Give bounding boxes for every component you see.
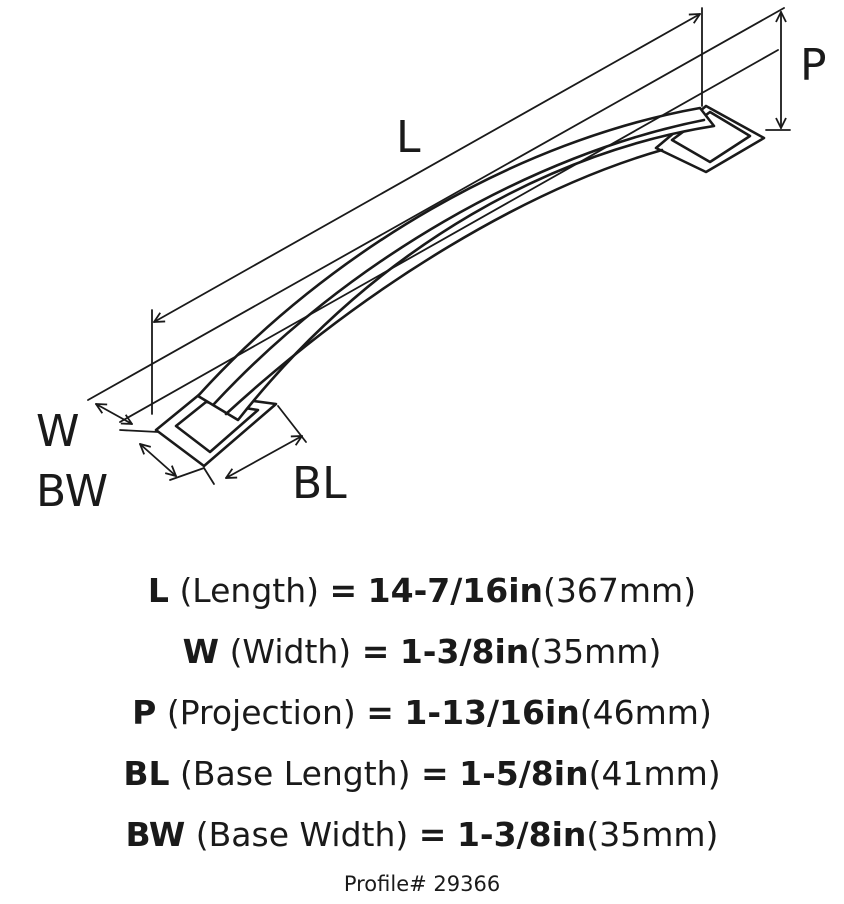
handle-dimension-diagram: L P W BW BL [36, 7, 827, 517]
profile-number: Profile# 29366 [343, 872, 501, 896]
spec-width: W (Width) = 1-3/8in(35mm) [0, 621, 844, 682]
spec-projection: P (Projection) = 1-13/16in(46mm) [0, 682, 844, 743]
label-base-length: BL [292, 458, 347, 509]
spec-code: L [147, 571, 169, 610]
spec-equals: = [420, 754, 449, 793]
spec-code: BW [125, 815, 186, 854]
base-width-arrow [140, 444, 176, 476]
label-width: W [36, 406, 80, 457]
base-length-extension [203, 467, 215, 485]
spec-metric: (367mm) [543, 571, 697, 610]
spec-name: (Base Width) [195, 815, 409, 854]
spec-imperial: 14-7/16in [367, 571, 544, 610]
spec-name: (Projection) [166, 693, 356, 732]
spec-base-length: BL (Base Length) = 1-5/8in(41mm) [0, 743, 844, 804]
left-base-top [174, 400, 260, 454]
spec-equals: = [361, 632, 390, 671]
base-length-extension-2 [277, 405, 307, 443]
spec-equals: = [329, 571, 358, 610]
base-width-extension [119, 429, 159, 433]
dimension-lines [87, 7, 791, 485]
length-arrow [154, 14, 700, 322]
cabinet-pull-drawing [154, 104, 766, 468]
spec-code: W [182, 632, 220, 671]
spec-metric: (35mm) [529, 632, 662, 671]
label-length: L [396, 112, 421, 163]
handle-arch [196, 106, 716, 422]
spec-code: P [132, 693, 157, 732]
specifications-list: L (Length) = 14-7/16in(367mm) W (Width) … [0, 560, 844, 865]
inner-guide-line [119, 49, 779, 423]
label-projection: P [800, 40, 827, 91]
spec-equals: = [366, 693, 394, 732]
spec-name: (Width) [229, 632, 352, 671]
label-base-width: BW [36, 466, 108, 517]
outer-guide-line [87, 7, 785, 401]
spec-base-width: BW (Base Width) = 1-3/8in(35mm) [0, 804, 844, 865]
spec-length: L (Length) = 14-7/16in(367mm) [0, 560, 844, 621]
spec-metric: (41mm) [588, 754, 721, 793]
spec-imperial: 1-5/8in [459, 754, 589, 793]
spec-equals: = [418, 815, 447, 854]
spec-imperial: 1-3/8in [399, 632, 530, 671]
spec-name: (Base Length) [180, 754, 411, 793]
spec-imperial: 1-13/16in [404, 693, 580, 732]
spec-name: (Length) [179, 571, 320, 610]
base-width-extension-2 [169, 467, 205, 481]
handle-arch-underside [224, 148, 664, 416]
spec-imperial: 1-3/8in [456, 815, 587, 854]
spec-code: BL [123, 754, 170, 793]
spec-metric: (46mm) [579, 693, 712, 732]
spec-metric: (35mm) [586, 815, 719, 854]
width-arrow [96, 404, 132, 424]
base-length-arrow [226, 436, 302, 478]
